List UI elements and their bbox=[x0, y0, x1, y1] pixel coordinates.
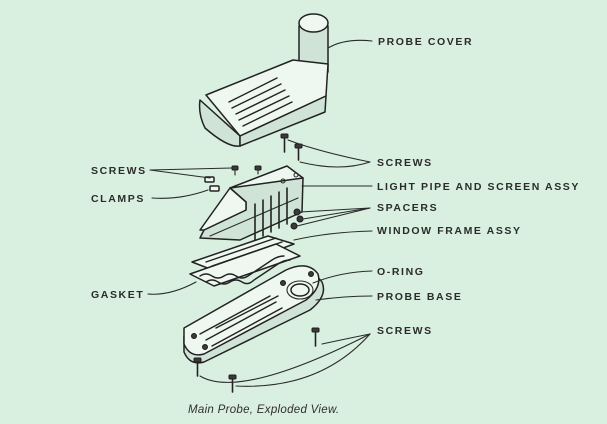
spacers bbox=[290, 208, 304, 230]
label-window-frame-assy: WINDOW FRAME ASSY bbox=[377, 225, 522, 237]
probe-cover bbox=[198, 13, 329, 147]
gasket bbox=[189, 243, 301, 287]
label-screws-upper-left: SCREWS bbox=[91, 165, 147, 177]
leader-lines bbox=[147, 39, 373, 387]
label-screws-lower: SCREWS bbox=[377, 325, 433, 337]
label-light-pipe-screen-assy: LIGHT PIPE AND SCREEN ASSY bbox=[377, 181, 580, 193]
lower-screws bbox=[193, 327, 320, 393]
probe-base bbox=[183, 265, 325, 364]
clamp-screws bbox=[204, 165, 262, 192]
light-pipe-screen-assy bbox=[199, 165, 304, 241]
label-probe-cover: PROBE COVER bbox=[378, 36, 473, 48]
label-probe-base: PROBE BASE bbox=[377, 291, 462, 303]
label-gasket: GASKET bbox=[91, 289, 144, 301]
upper-right-screws bbox=[280, 133, 303, 161]
label-screws-upper-right: SCREWS bbox=[377, 157, 433, 169]
figure-caption: Main Probe, Exploded View. bbox=[188, 404, 339, 416]
label-o-ring: O-RING bbox=[377, 266, 425, 278]
label-clamps: CLAMPS bbox=[91, 193, 145, 205]
label-spacers: SPACERS bbox=[377, 202, 438, 214]
